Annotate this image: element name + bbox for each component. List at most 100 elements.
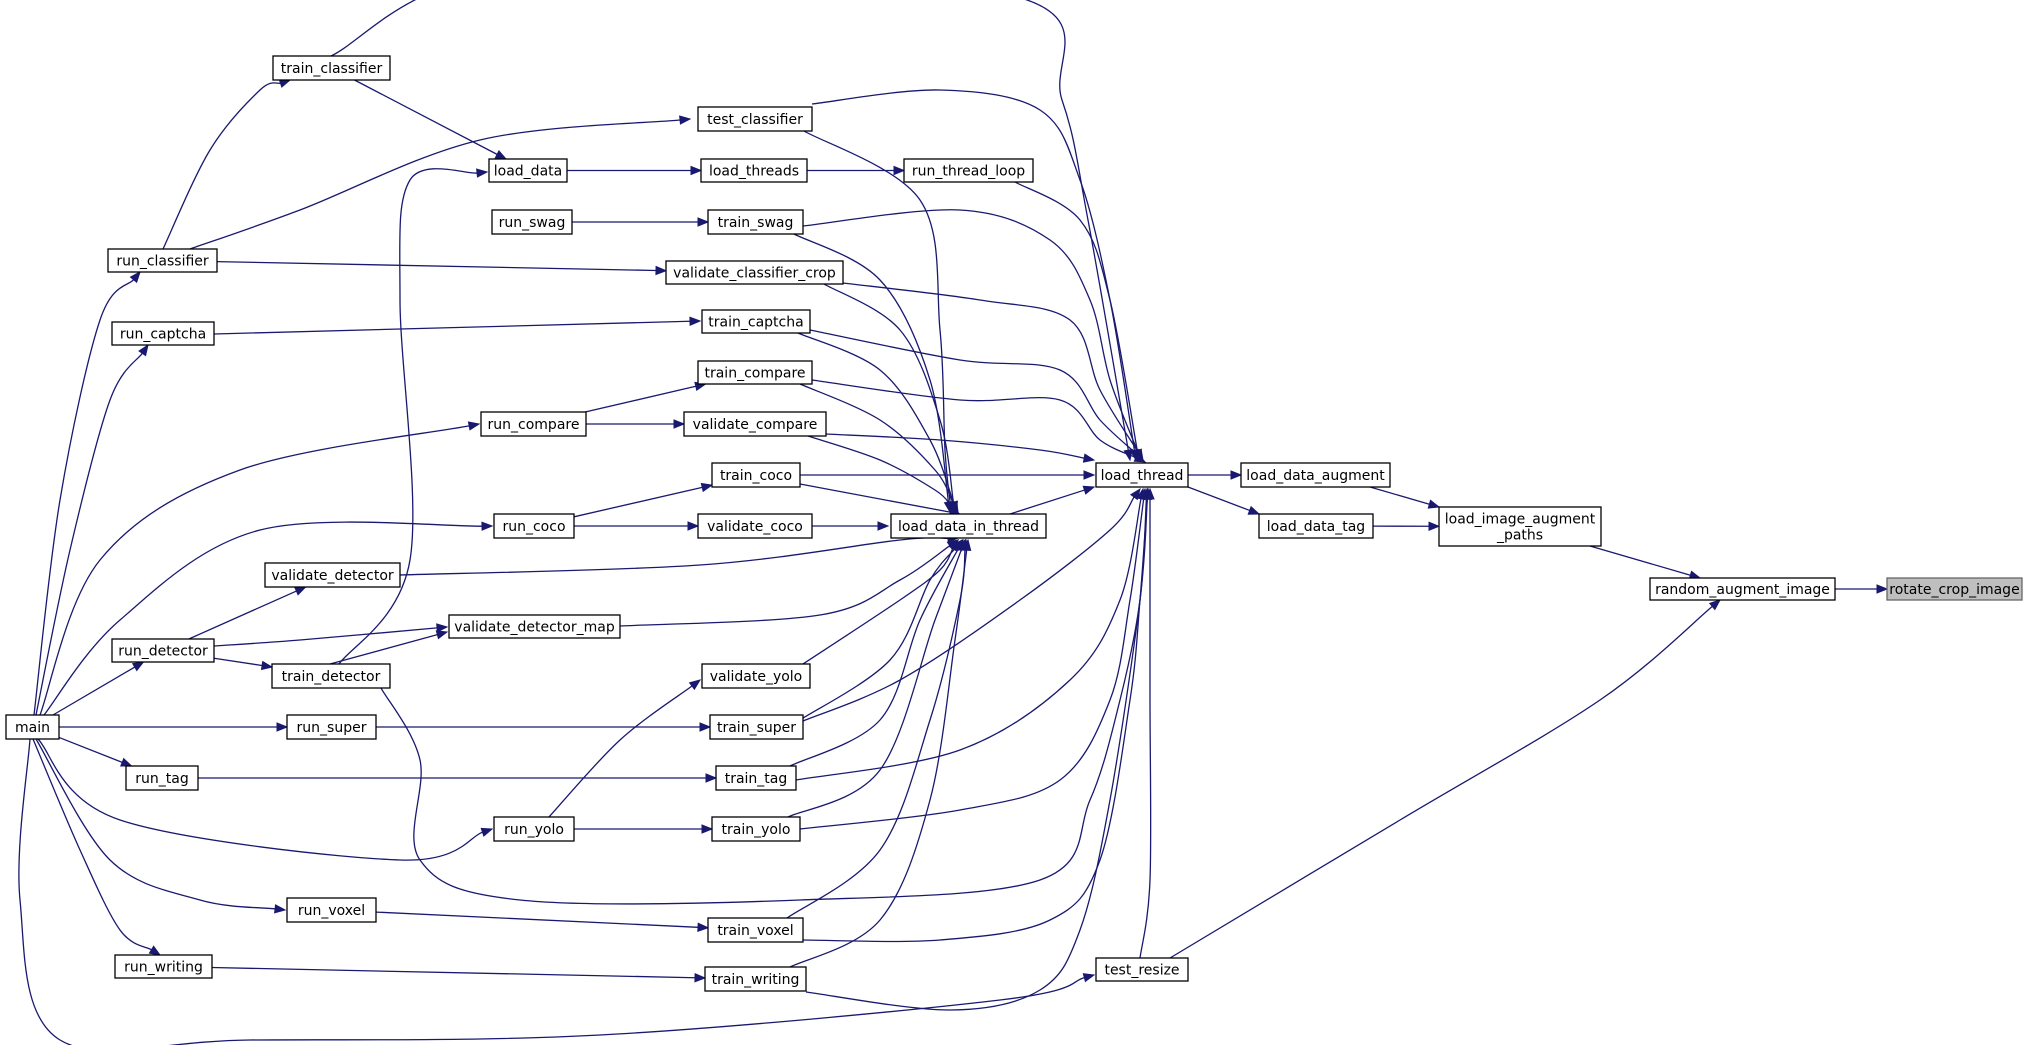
arrowhead-icon [655,265,668,276]
node-train-yolo[interactable]: train_yolo [711,816,801,842]
node-train-tag[interactable]: train_tag [715,765,797,791]
node-train-compare[interactable]: train_compare [697,360,813,385]
edge-main-to-run_detector [52,661,145,716]
node-box [286,714,377,740]
node-load-thread[interactable]: load_thread [1095,462,1189,488]
edge-line [797,332,955,503]
edge-train_swag-to-load_thread [802,209,1142,462]
node-run-compare[interactable]: run_compare [480,411,587,437]
node-box [700,158,808,183]
edge-main-to-run_writing [32,738,162,956]
node-box [707,917,804,943]
node-train-detector[interactable]: train_detector [271,663,391,689]
edge-train_writing-to-load_data_in_thread [789,538,972,968]
node-load-threads[interactable]: load_threads [700,158,808,183]
node-label: run_voxel [298,903,365,919]
node-run-captcha[interactable]: run_captcha [111,321,215,346]
node-train-swag[interactable]: train_swag [707,209,804,235]
edge-test_resize-to-random_augment_image [1169,599,1722,959]
node-load-data-tag[interactable]: load_data_tag [1258,513,1374,539]
arrowhead-icon [697,922,710,932]
node-box [1258,513,1374,539]
node-run-detector[interactable]: run_detector [111,638,215,663]
node-label: train_compare [704,366,805,382]
node-run-tag[interactable]: run_tag [125,765,199,791]
node-load-data-augment[interactable]: load_data_augment [1240,462,1391,488]
edge-line [399,536,949,576]
node-rotate-crop-image[interactable]: rotate_crop_image [1886,577,2023,601]
node-run-writing[interactable]: run_writing [114,954,213,979]
node-run-yolo[interactable]: run_yolo [493,816,575,842]
arrowhead-icon [1082,973,1096,983]
edge-load_data_tag-to-load_image_augment_paths [1372,521,1441,532]
node-test-classifier[interactable]: test_classifier [697,106,813,132]
node-load-data-in-thread[interactable]: load_data_in_thread [890,513,1047,539]
edge-line [802,209,1138,451]
edge-line [188,590,297,640]
node-test-resize[interactable]: test_resize [1095,957,1189,982]
node-label: load_data_tag [1267,519,1365,535]
node-run-classifier[interactable]: run_classifier [107,248,218,273]
node-train-coco[interactable]: train_coco [711,462,801,488]
node-train-super[interactable]: train_super [709,714,804,740]
edge-run_detector-to-validate_detector_map [213,623,449,647]
edge-line [43,521,483,716]
node-label: train_super [717,720,796,736]
node-validate-detector-map[interactable]: validate_detector_map [448,614,621,639]
node-box [697,106,813,132]
node-box [1095,957,1189,982]
arrowhead-icon [294,586,307,596]
edge-line [1009,489,1085,515]
arrowhead-icon [138,343,149,357]
node-train-classifier[interactable]: train_classifier [272,55,391,81]
node-random-augment-image[interactable]: random_augment_image [1649,577,1836,601]
node-validate-classifier-crop[interactable]: validate_classifier_crop [665,260,844,285]
node-validate-coco[interactable]: validate_coco [697,513,813,539]
node-train-voxel[interactable]: train_voxel [707,917,804,943]
node-run-thread-loop[interactable]: run_thread_loop [903,158,1034,183]
node-box [480,411,587,437]
node-box [488,158,568,183]
edge-main-to-run_super [59,722,289,732]
edge-line [213,627,438,647]
edge-main-to-run_tag [58,736,133,767]
node-label: run_captcha [120,327,206,343]
node-load-data[interactable]: load_data [488,158,568,183]
edge-line [330,0,1129,451]
node-label: test_classifier [707,112,803,128]
node-label: rotate_crop_image [1889,582,2019,598]
edge-random_augment_image-to-rotate_crop_image [1835,584,1889,594]
arrowhead-icon [276,722,289,732]
node-box [111,321,215,346]
arrowhead-icon [1876,584,1889,594]
arrowhead-icon [1145,487,1155,500]
edge-line [811,379,1137,459]
edge-run_coco-to-train_coco [573,482,714,518]
node-label: train_coco [720,468,792,484]
edge-line [329,634,438,665]
edge-load_threads-to-run_thread_loop [807,165,906,176]
edge-train_classifier-to-load_data [354,79,508,160]
edge-run_yolo-to-validate_yolo [548,679,702,818]
node-label: test_resize [1104,963,1179,979]
node-load-image-augment-paths[interactable]: load_image_augment_paths [1438,506,1602,547]
node-main[interactable]: main [5,714,60,740]
node-validate-yolo[interactable]: validate_yolo [701,663,811,689]
node-train-writing[interactable]: train_writing [704,966,807,992]
node-box [711,462,801,488]
node-run-swag[interactable]: run_swag [491,209,573,235]
node-validate-compare[interactable]: validate_compare [683,411,827,437]
node-run-coco[interactable]: run_coco [493,513,575,539]
edge-main-to-test_resize [18,738,1096,1045]
arrowhead-icon [467,421,481,431]
node-validate-detector[interactable]: validate_detector [264,562,401,588]
edge-line [842,282,1139,452]
node-run-super[interactable]: run_super [286,714,377,740]
node-train-captcha[interactable]: train_captcha [701,309,811,334]
edge-line [793,233,950,503]
node-run-voxel[interactable]: run_voxel [286,897,377,923]
node-label: run_swag [499,215,566,231]
node-label: validate_yolo [710,669,803,685]
edge-line [789,548,959,767]
node-label: train_detector [282,669,381,685]
